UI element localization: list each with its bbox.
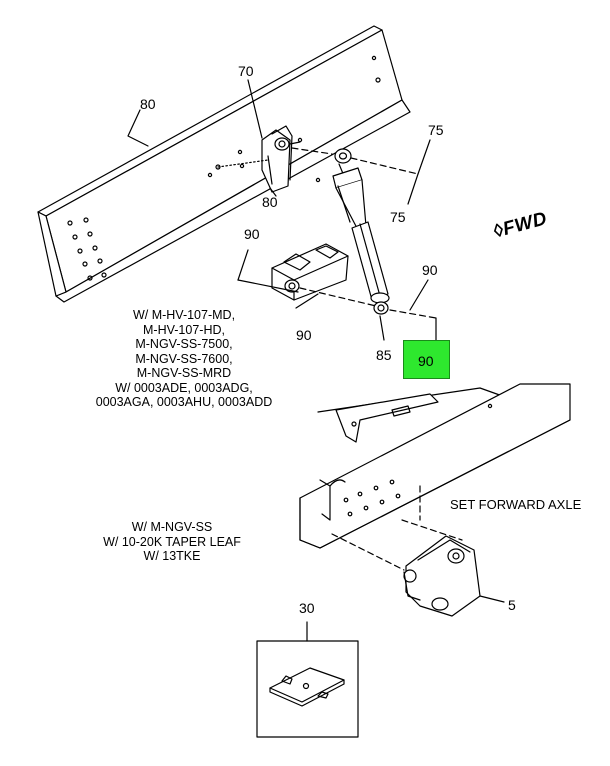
callout-90-bottom: 90 bbox=[296, 327, 312, 343]
highlighted-callout-label: 90 bbox=[418, 353, 434, 369]
note-upper-line: W/ 0003ADE, 0003ADG, bbox=[115, 380, 253, 395]
note-upper-line: 0003AGA, 0003AHU, 0003ADD bbox=[95, 395, 273, 409]
note-upper-line: M-HV-107-HD, bbox=[143, 322, 225, 337]
shock-absorber bbox=[332, 148, 390, 315]
note-lower: W/ M-NGV-SS W/ 10-20K TAPER LEAF W/ 13TK… bbox=[92, 520, 252, 564]
callout-80-top: 80 bbox=[140, 96, 156, 112]
axle-bracket bbox=[331, 485, 505, 617]
callout-90-right: 90 bbox=[422, 262, 438, 278]
note-lower-line: W/ 13TKE bbox=[143, 549, 201, 563]
leader-lines bbox=[127, 79, 437, 341]
shock-bracket-upper bbox=[261, 125, 301, 193]
callout-70: 70 bbox=[238, 63, 254, 79]
note-lower-line: W/ M-NGV-SS bbox=[131, 520, 213, 534]
callout-85: 85 bbox=[376, 347, 392, 363]
highlighted-callout-90[interactable]: 90 bbox=[403, 340, 450, 379]
note-upper: W/ M-HV-107-MD, M-HV-107-HD, M-NGV-SS-75… bbox=[86, 308, 282, 410]
frame-rail-upper bbox=[37, 25, 411, 303]
callout-75-bottom: 75 bbox=[390, 209, 406, 225]
callout-30: 30 bbox=[299, 600, 315, 616]
callout-90-left: 90 bbox=[244, 226, 260, 242]
plate-detail bbox=[256, 621, 359, 738]
bolts bbox=[215, 159, 269, 170]
note-upper-line: W/ M-HV-107-MD, bbox=[132, 308, 236, 322]
note-upper-line: M-NGV-SS-MRD bbox=[136, 366, 232, 380]
note-upper-line: M-NGV-SS-7500, bbox=[135, 337, 233, 351]
callout-5: 5 bbox=[508, 597, 516, 613]
set-forward-axle-label: SET FORWARD AXLE bbox=[450, 497, 582, 512]
shock-mount-lower bbox=[271, 243, 349, 301]
note-lower-line: W/ 10-20K TAPER LEAF bbox=[103, 534, 241, 549]
note-upper-line: M-NGV-SS-7600, bbox=[135, 351, 233, 366]
frame-rail-lower bbox=[299, 383, 571, 549]
callout-75-top: 75 bbox=[428, 122, 444, 138]
alignment-lines bbox=[291, 147, 437, 319]
callout-80-mid: 80 bbox=[262, 194, 278, 210]
